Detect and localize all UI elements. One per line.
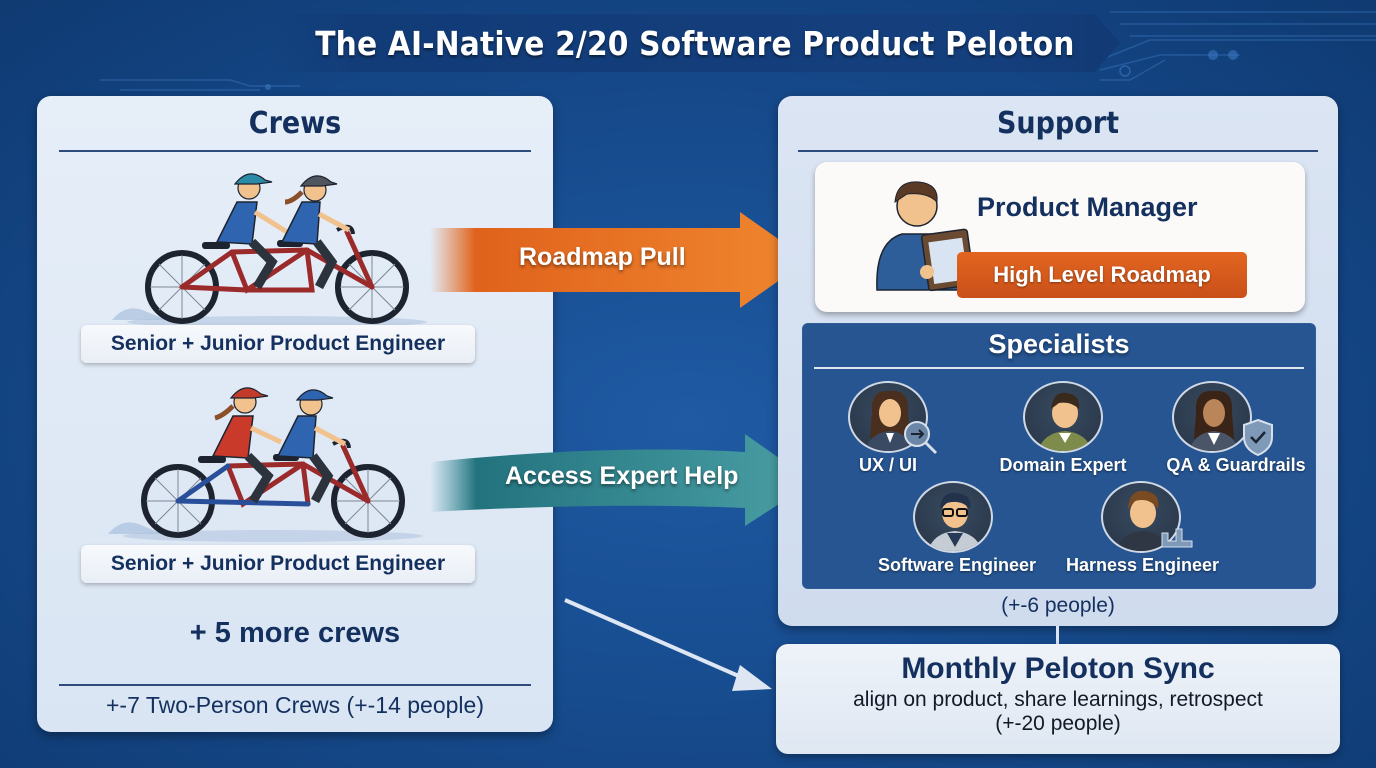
crews-divider — [59, 150, 531, 152]
crews-panel: Crews — [37, 96, 553, 732]
specialist-name: UX / UI — [858, 455, 917, 475]
avatar — [1101, 481, 1181, 553]
access-expert-help-label: Access Expert Help — [505, 462, 739, 490]
tandem-bicycle-icon — [112, 173, 427, 328]
avatar — [1023, 381, 1103, 453]
specialists-divider — [814, 367, 1304, 369]
tandem-bicycle-icon — [108, 387, 423, 542]
more-crews-text: + 5 more crews — [189, 617, 401, 649]
page-title: The AI-Native 2/20 Software Product Pelo… — [315, 23, 1075, 63]
monthly-sync-panel: Monthly Peloton Sync align on product, s… — [776, 644, 1340, 754]
support-panel: Support Product Manager High Level Roadm… — [778, 96, 1338, 626]
sync-description: align on product, share learnings, retro… — [853, 688, 1263, 711]
harness-icon — [1161, 528, 1193, 548]
support-people-count: (+-6 people) — [1001, 594, 1115, 617]
roadmap-pull-label: Roadmap Pull — [519, 243, 686, 271]
product-manager-card: Product Manager High Level Roadmap — [815, 162, 1305, 312]
specialist-name: QA & Guardrails — [1166, 455, 1306, 475]
specialist-qa-guardrails: QA & Guardrails — [1166, 381, 1306, 476]
title-banner: The AI-Native 2/20 Software Product Pelo… — [270, 14, 1120, 72]
sync-people-count: (+-20 people) — [995, 712, 1121, 735]
avatar — [848, 381, 928, 453]
crews-to-sync-arrow — [564, 598, 772, 691]
specialist-domain-expert: Domain Expert — [998, 381, 1128, 476]
roadmap-pull-arrow — [430, 212, 808, 308]
crews-heading: Crews — [248, 106, 342, 141]
specialist-name: Harness Engineer — [1066, 555, 1220, 575]
specialist-ux-ui: UX / UI — [838, 381, 938, 476]
specialist-name: Domain Expert — [999, 455, 1127, 475]
specialists-heading: Specialists — [988, 329, 1130, 359]
support-divider — [798, 150, 1318, 152]
crews-people-count: (+-14 people) — [346, 692, 484, 718]
high-level-roadmap-badge: High Level Roadmap — [957, 252, 1247, 298]
specialists-box: Specialists UX / UI — [802, 323, 1316, 589]
specialist-harness-engineer: Harness Engineer — [1066, 481, 1220, 576]
avatar — [1172, 381, 1252, 453]
avatar — [913, 481, 993, 553]
product-manager-title: Product Manager — [977, 192, 1198, 222]
specialist-name: Software Engineer — [878, 555, 1037, 575]
access-expert-help-arrow — [430, 434, 813, 526]
crew-label: Senior + Junior Product Engineer — [81, 325, 475, 363]
crews-footer: +-7 Two-Person Crews (+-14 people) — [37, 692, 553, 719]
magnifier-icon — [904, 421, 938, 455]
crews-footer-divider — [59, 684, 531, 686]
crews-total: +-7 Two-Person Crews — [106, 692, 341, 718]
sync-title: Monthly Peloton Sync — [901, 652, 1215, 685]
support-heading: Support — [996, 106, 1120, 141]
specialist-software-engineer: Software Engineer — [878, 481, 1037, 576]
shield-check-icon — [1243, 418, 1273, 457]
crew-label: Senior + Junior Product Engineer — [81, 545, 475, 583]
support-sync-connector — [1056, 626, 1059, 644]
